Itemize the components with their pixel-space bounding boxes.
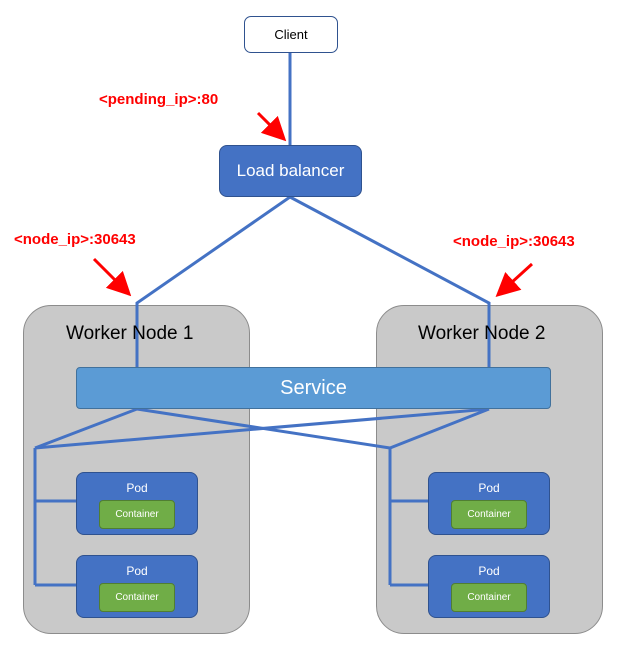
node1-address-annotation: <node_ip>:30643 xyxy=(14,231,136,248)
client-box: Client xyxy=(244,16,338,53)
service-node2-bus-link xyxy=(389,407,490,450)
service-node1-bus-cross-link xyxy=(34,407,490,450)
worker-node-1-title: Worker Node 1 xyxy=(66,323,194,344)
pod-label: Pod xyxy=(126,481,148,495)
node2-pod-1: Pod Container xyxy=(428,472,550,535)
node2-address-arrow xyxy=(495,262,534,298)
service-label: Service xyxy=(280,376,347,399)
node1-pod-1: Pod Container xyxy=(76,472,198,535)
service-box: Service xyxy=(76,367,551,409)
service-node1-bus-link xyxy=(34,407,138,450)
container-box: Container xyxy=(99,583,175,612)
node1-address-arrow xyxy=(92,257,132,297)
lb-node2-link xyxy=(289,195,491,367)
lb-address-annotation: <pending_ip>:80 xyxy=(99,91,219,108)
node2-address-annotation: <node_ip>:30643 xyxy=(453,233,575,250)
load-balancer-box: Load balancer xyxy=(219,145,362,197)
client-label: Client xyxy=(274,27,308,42)
container-box: Container xyxy=(99,500,175,529)
node1-pod-2: Pod Container xyxy=(76,555,198,618)
worker-node-2-title: Worker Node 2 xyxy=(418,323,546,344)
pod-label: Pod xyxy=(126,564,148,578)
pod-label: Pod xyxy=(478,481,500,495)
lb-node1-link xyxy=(135,195,291,367)
node2-pod-2: Pod Container xyxy=(428,555,550,618)
load-balancer-label: Load balancer xyxy=(236,161,345,180)
container-box: Container xyxy=(451,583,527,612)
container-box: Container xyxy=(451,500,527,529)
lb-address-arrow xyxy=(256,111,287,142)
pod-label: Pod xyxy=(478,564,500,578)
